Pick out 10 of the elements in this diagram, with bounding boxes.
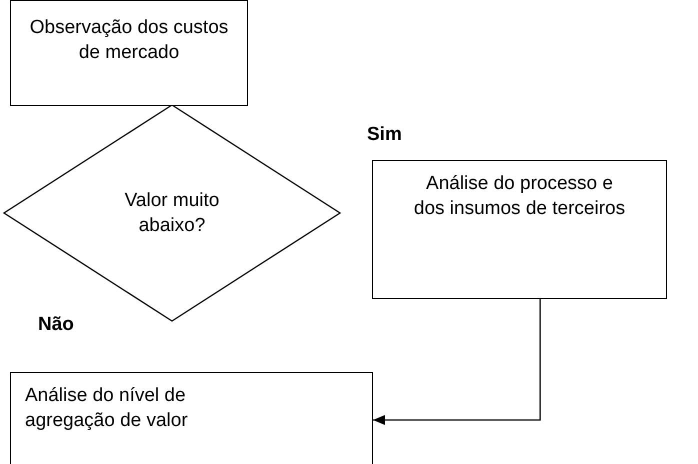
process-box [372,160,667,299]
box-text: Análise do nível de agregação de valor [25,384,189,433]
arrow [373,299,541,425]
process-box [10,372,373,464]
box-text: Análise do processo e dos insumos de terceiros [412,172,626,221]
decision-text: Valor muito abaixo? [124,189,220,238]
process-box [10,0,248,106]
branch-label: Não [38,314,74,336]
box-text: Observação dos custos de mercado [28,16,230,65]
branch-label: Sim [367,124,402,146]
